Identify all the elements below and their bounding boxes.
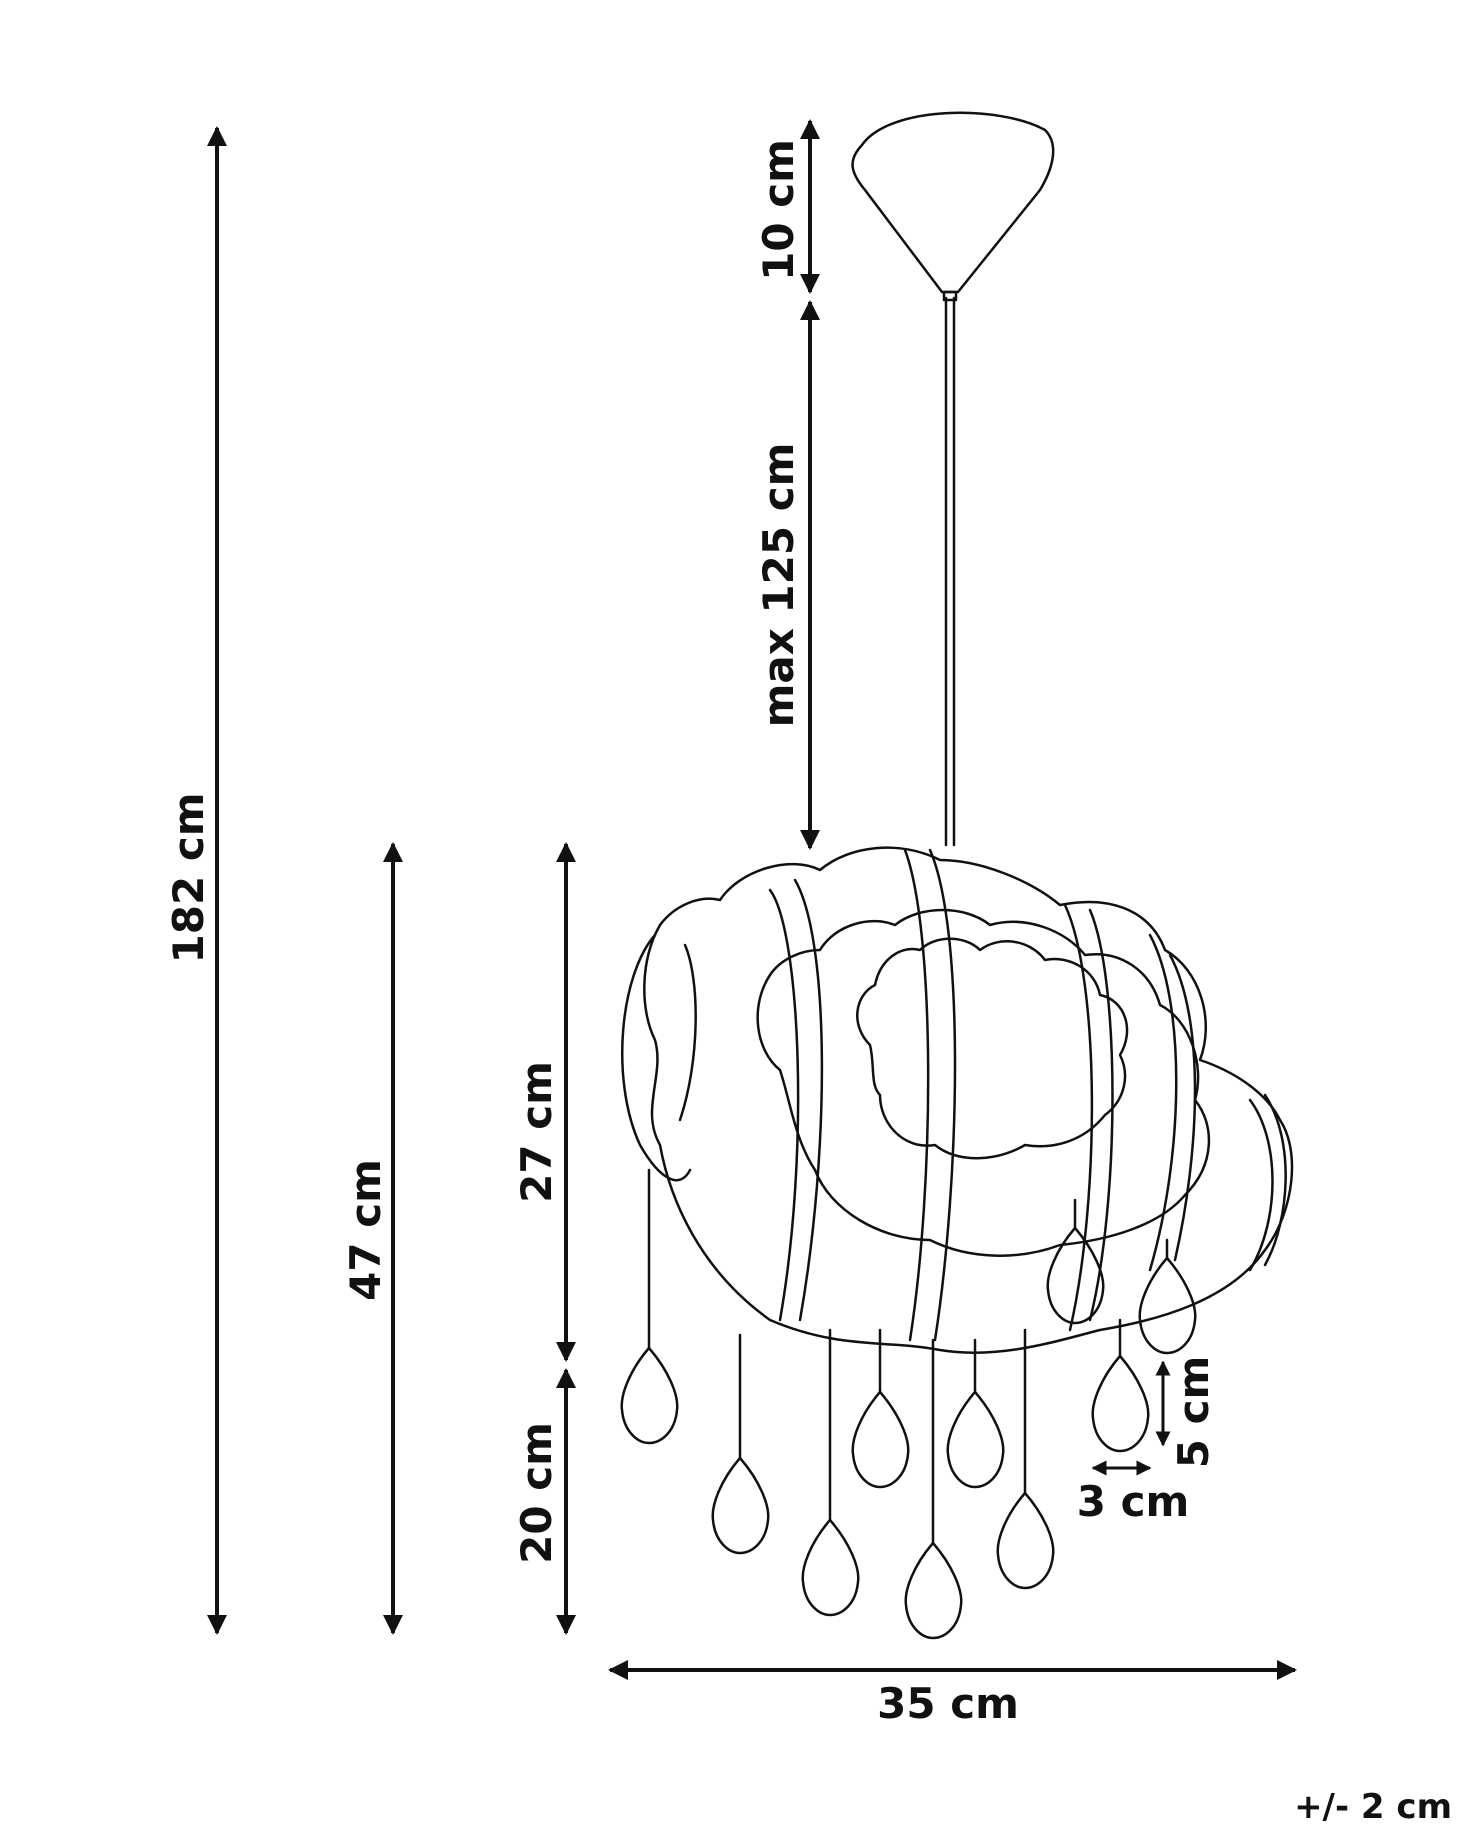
dimension-lines [207, 119, 1297, 1680]
label-width: 35 cm [877, 1679, 1019, 1728]
label-drops-height: 20 cm [512, 1422, 561, 1564]
label-total-height: 182 cm [164, 793, 213, 964]
pendant-drops [620, 1168, 1197, 1640]
label-shade-height: 27 cm [512, 1061, 561, 1203]
label-canopy-height: 10 cm [754, 139, 803, 281]
ceiling-canopy [851, 111, 1055, 294]
label-cable-length: max 125 cm [754, 443, 803, 728]
label-drop-width: 3 cm [1077, 1477, 1190, 1526]
label-lamp-height: 47 cm [341, 1159, 390, 1301]
label-drop-height: 5 cm [1169, 1356, 1218, 1469]
cloud-shade [621, 846, 1294, 1354]
label-tolerance: +/- 2 cm [1294, 1787, 1452, 1826]
dimension-labels: 182 cm 47 cm 10 cm max 125 cm 27 cm 20 c… [164, 139, 1452, 1827]
lamp-illustration [620, 111, 1294, 1640]
